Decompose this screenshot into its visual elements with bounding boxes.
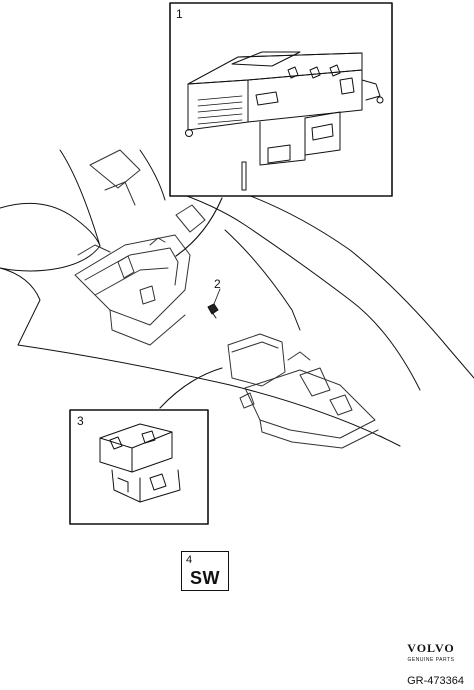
callout-4: 4 (186, 554, 193, 566)
callout-2: 2 (214, 277, 221, 291)
switch-module (99, 423, 181, 503)
dashboard-outline (0, 149, 474, 447)
leader-lines (159, 197, 223, 409)
screw-part (207, 288, 221, 319)
software-box: 4 SW (181, 551, 229, 591)
switch-mount-assembly (227, 333, 379, 449)
brand-name: VOLVO (407, 641, 455, 655)
callout-1: 1 (176, 7, 183, 21)
software-label: SW (190, 568, 220, 588)
brand-subtitle: GENUINE PARTS (407, 657, 455, 663)
radio-unit (185, 51, 384, 191)
console-bracket (74, 149, 206, 346)
callout-3: 3 (77, 414, 84, 428)
diagram-reference: GR-473364 (407, 675, 464, 687)
detail-box-radio (169, 2, 393, 197)
detail-box-switch (69, 409, 209, 525)
brand-logo: VOLVO GENUINE PARTS (398, 641, 464, 663)
vent-grille (197, 95, 243, 125)
